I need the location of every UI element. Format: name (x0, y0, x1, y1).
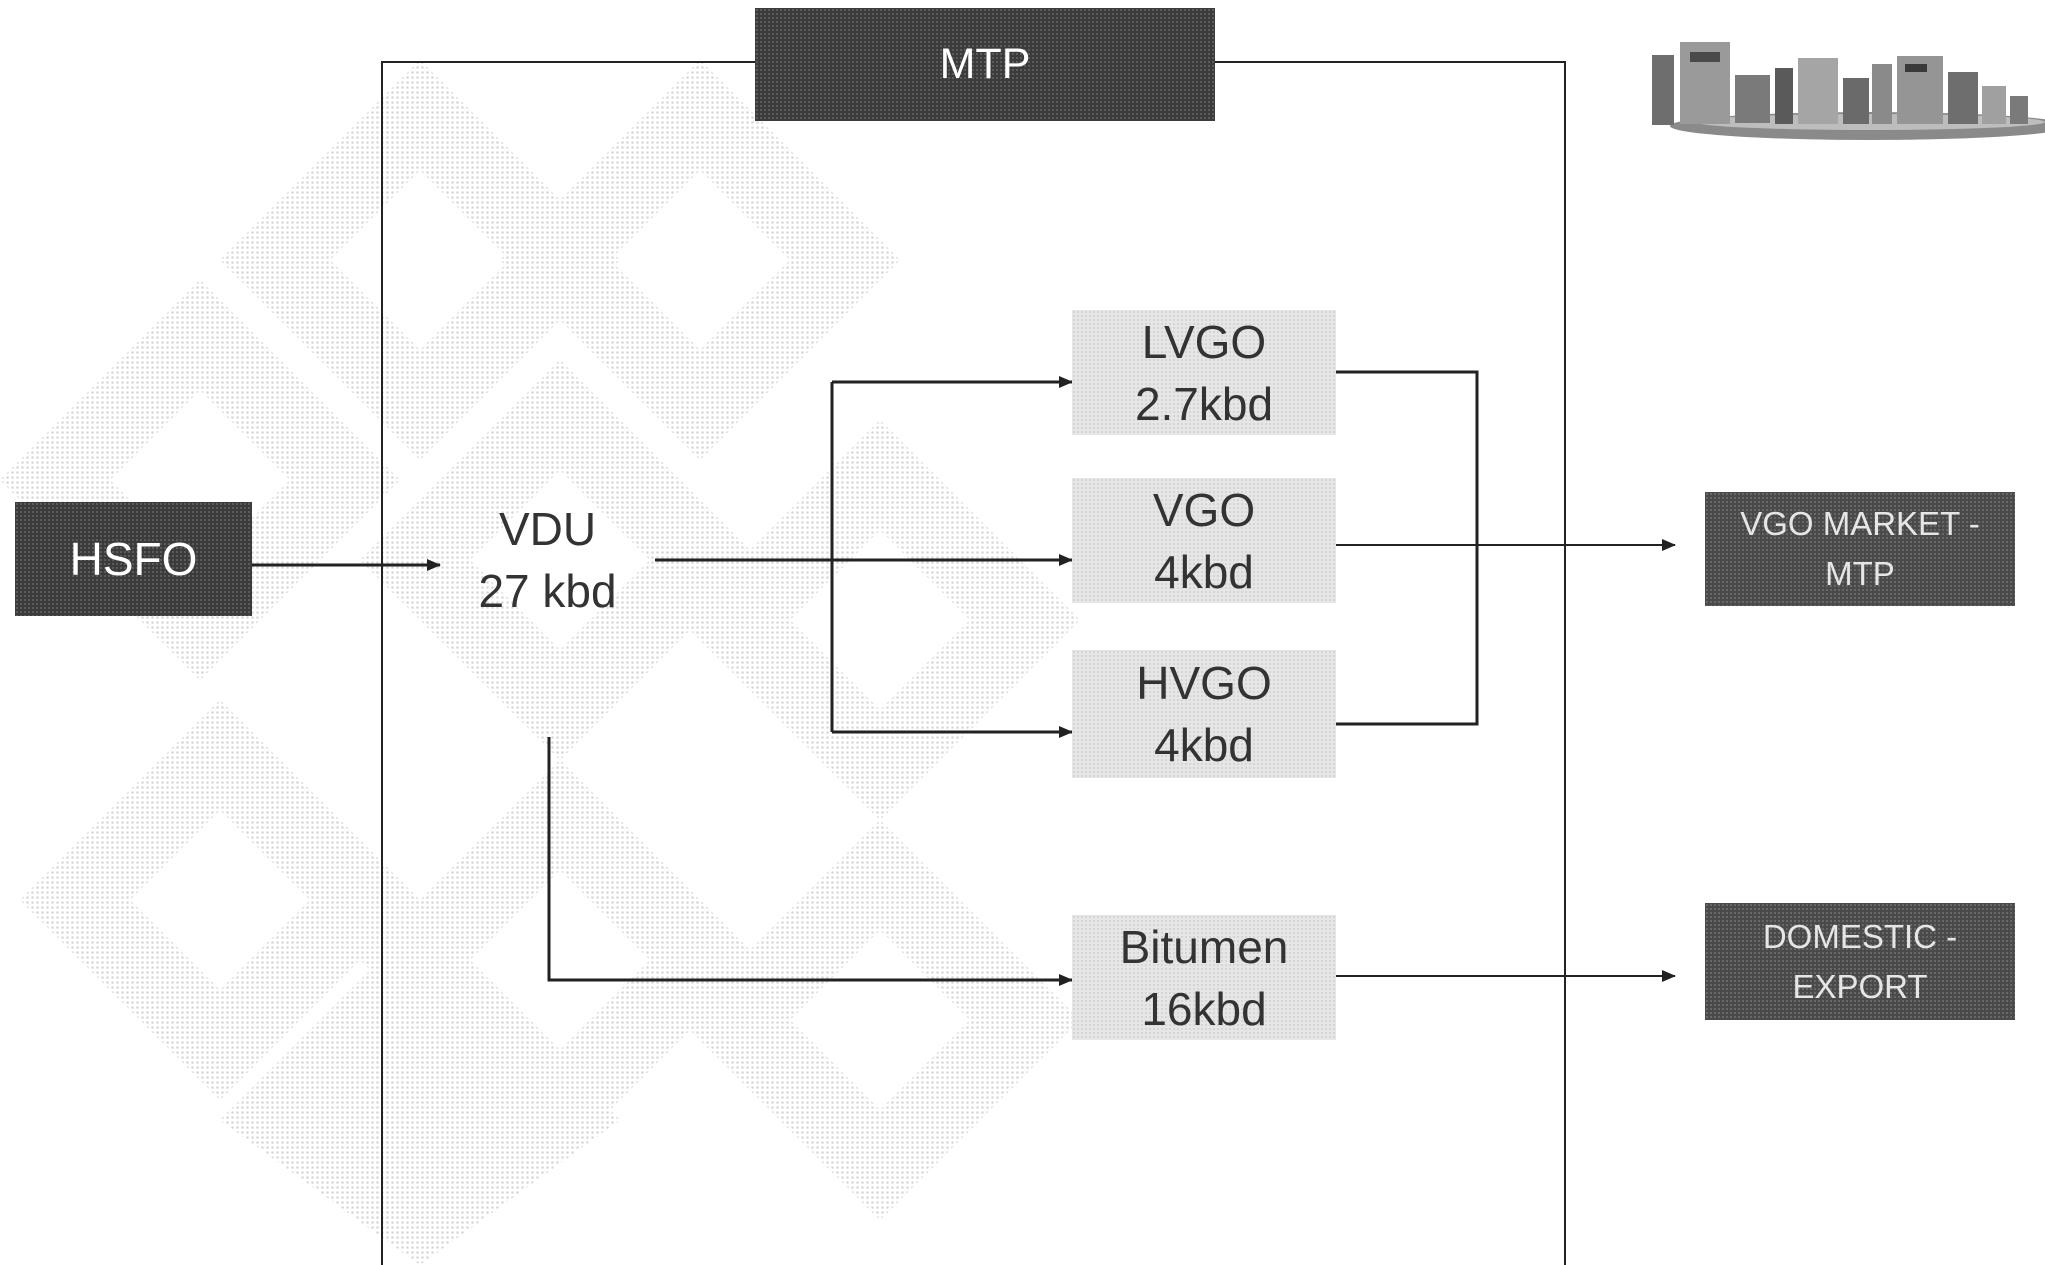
vdu-unit: VDU 27 kbd (440, 490, 655, 630)
vgo-market-line1: VGO MARKET - (1740, 505, 1980, 542)
domestic-export-line2: EXPORT (1792, 967, 1928, 1005)
domestic-export-line1: DOMESTIC - (1762, 917, 1958, 955)
mtp-title-box: MTP (755, 8, 1215, 121)
hvgo-name: HVGO (1136, 657, 1272, 709)
vgo-box: VGO 4kbd (1072, 478, 1336, 603)
collector-lvgo (1336, 370, 1479, 726)
hvgo-rate: 4kbd (1154, 719, 1254, 771)
bitumen-name: Bitumen (1119, 920, 1289, 973)
domestic-export-box: DOMESTIC - EXPORT (1705, 903, 2015, 1020)
vdu-capacity: 27 kbd (478, 565, 617, 617)
bitumen-box: Bitumen 16kbd (1072, 915, 1336, 1040)
vdu-name: VDU (498, 503, 597, 555)
hsfo-label: HSFO (69, 533, 198, 585)
vdu-to-bitumen-arrow (547, 737, 1073, 986)
mtp-frame (381, 61, 755, 1265)
lvgo-rate: 2.7kbd (1134, 377, 1274, 430)
hsfo-box: HSFO (15, 502, 252, 616)
hvgo-box: HVGO 4kbd (1072, 650, 1336, 778)
lvgo-name: LVGO (1141, 315, 1267, 368)
lvgo-box: LVGO 2.7kbd (1072, 310, 1336, 435)
mtp-frame-right (1215, 61, 1566, 1265)
vgo-rate: 4kbd (1154, 545, 1254, 598)
mtp-title: MTP (939, 40, 1031, 88)
vgo-market-line2: MTP (1825, 555, 1895, 592)
vgo-name: VGO (1152, 483, 1256, 536)
bitumen-rate: 16kbd (1141, 982, 1267, 1035)
vgo-market-box: VGO MARKET - MTP (1705, 492, 2015, 606)
